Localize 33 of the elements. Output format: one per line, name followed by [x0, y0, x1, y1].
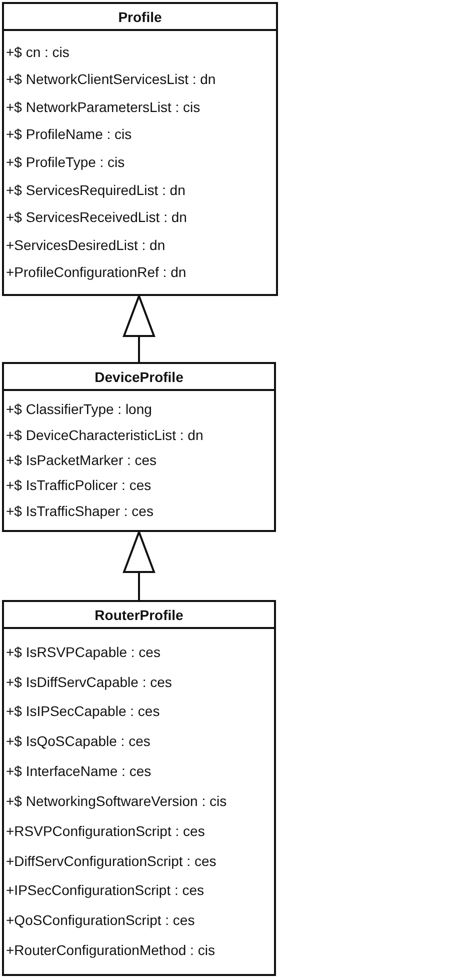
attribute-text: +$ ServicesRequiredList : dn — [5, 182, 186, 198]
attribute-text: +$ DeviceCharacteristicList : dn — [5, 426, 204, 443]
attribute-text: +$ NetworkClientServicesList : dn — [5, 71, 216, 88]
attribute-text: +$ IsDiffServCapable : ces — [5, 674, 172, 690]
attribute-text: +$ ServicesReceivedList : dn — [5, 209, 187, 226]
attribute-text: +$ NetworkParametersList : cis — [5, 98, 200, 115]
attribute-text: +$ NetworkingSoftwareVersion : cis — [5, 792, 227, 809]
attribute-text: +$ cn : cis — [5, 44, 70, 60]
attribute-text: +$ IsQoSCapable : ces — [5, 733, 150, 750]
attribute-text: +RouterConfigurationMethod : cis — [5, 942, 215, 958]
attribute-text: +IPSecConfigurationScript : ces — [5, 882, 204, 898]
attribute-text: +$ IsPacketMarker : ces — [5, 452, 157, 468]
inheritance-arrow — [123, 295, 155, 362]
attribute-text: +$ InterfaceName : ces — [5, 763, 152, 780]
attribute-text: +$ ClassifierType : long — [5, 401, 152, 418]
attribute-text: +$ IsTrafficPolicer : ces — [5, 477, 152, 494]
attribute-text: +RSVPConfigurationScript : ces — [5, 822, 205, 839]
inheritance-arrow — [123, 531, 155, 600]
class-box — [2, 362, 276, 532]
attribute-text: +DiffServConfigurationScript : ces — [5, 852, 216, 869]
attribute-text: +$ IsRSVPCapable : ces — [5, 644, 160, 660]
class-name: DeviceProfile — [4, 364, 274, 391]
attribute-text: +ProfileConfigurationRef : dn — [5, 264, 186, 280]
attribute-text: +$ ProfileName : cis — [5, 126, 132, 142]
class-name: RouterProfile — [4, 602, 274, 629]
class-name: Profile — [4, 4, 276, 31]
attribute-text: +$ ProfileType : cis — [5, 154, 125, 170]
attribute-text: +$ IsTrafficShaper : ces — [5, 502, 154, 519]
class-box — [2, 600, 276, 976]
class-box — [2, 2, 278, 296]
attribute-text: +$ IsIPSecCapable : ces — [5, 703, 160, 720]
attribute-text: +QoSConfigurationScript : ces — [5, 912, 195, 928]
attribute-text: +ServicesDesiredList : dn — [5, 236, 166, 253]
